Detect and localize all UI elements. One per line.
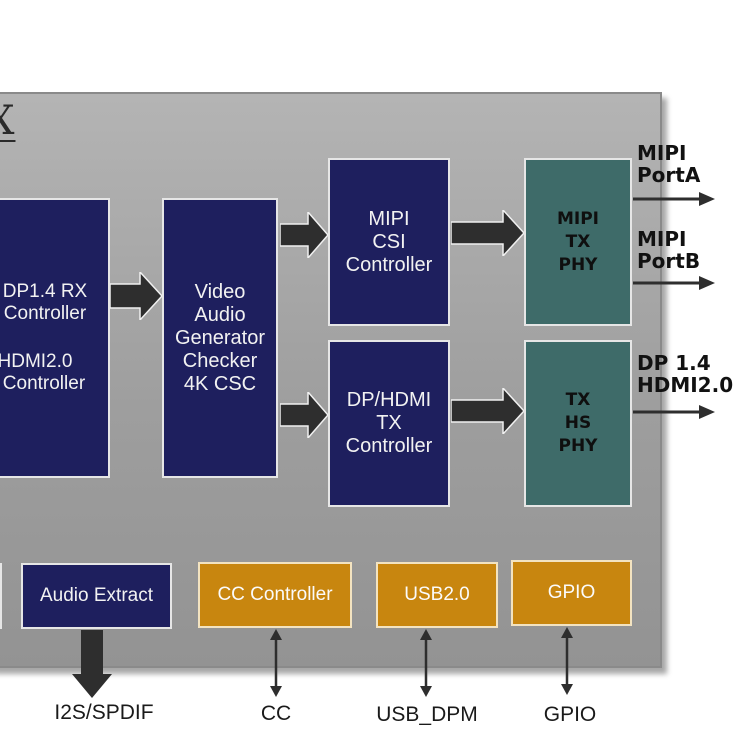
tx-hs-phy-block: TX HS PHY	[524, 340, 632, 507]
arrow-generator-to-csi	[280, 212, 328, 258]
dp-hdmi-tx-controller-block: DP/HDMI TX Controller	[328, 340, 450, 507]
mipi-tx-phy-label: MIPI TX PHY	[556, 208, 600, 275]
gpio-block: GPIO	[511, 560, 632, 626]
gpio-label: GPIO	[543, 703, 597, 726]
usb2-label: USB2.0	[404, 584, 470, 605]
dp-hdmi-output-label: DP 1.4 HDMI2.0	[637, 351, 734, 397]
arrow-audio-extract-out	[72, 630, 112, 698]
hdmi-rx-controller-label: HDMI2.0 X Controller	[0, 351, 86, 394]
video-audio-generator-label: Video Audio Generator Checker 4K CSC	[174, 280, 266, 395]
i2s-spdif-label: I2S/SPDIF	[54, 701, 154, 724]
arrow-cc-bidirectional	[270, 629, 282, 697]
left-cropped-block	[0, 563, 2, 629]
dp-hdmi-tx-controller-label: DP/HDMI TX Controller	[345, 389, 433, 457]
mipi-tx-phy-block: MIPI TX PHY	[524, 158, 632, 326]
arrow-dp-hdmi-out	[633, 405, 715, 419]
mipi-csi-controller-label: MIPI CSI Controller	[345, 207, 433, 276]
mipi-port-b-label: MIPI PortB	[637, 227, 701, 273]
arrow-tx-to-hs-phy	[451, 388, 524, 434]
mipi-csi-controller-block: MIPI CSI Controller	[328, 158, 450, 326]
arrow-usb-bidirectional	[420, 629, 432, 697]
usb-dpm-label: USB_DPM	[376, 703, 478, 726]
audio-extract-block: Audio Extract	[21, 563, 172, 629]
chip-title: X	[0, 98, 16, 144]
rx-controller-block: DP1.4 RX Controller HDMI2.0 X Controller	[0, 198, 110, 478]
cc-controller-label: CC Controller	[217, 584, 333, 605]
cc-label: CC	[260, 702, 292, 725]
video-audio-generator-block: Video Audio Generator Checker 4K CSC	[162, 198, 278, 478]
arrow-csi-to-mipi-phy	[451, 210, 524, 256]
dp-rx-controller-label: DP1.4 RX Controller	[2, 281, 88, 324]
usb2-block: USB2.0	[376, 562, 498, 628]
arrow-generator-to-tx	[280, 392, 328, 438]
arrow-rx-to-generator	[110, 272, 162, 320]
arrow-port-b-out	[633, 276, 715, 290]
mipi-port-a-label: MIPI PortA	[637, 141, 701, 187]
arrow-gpio-bidirectional	[561, 627, 573, 695]
arrow-port-a-out	[633, 192, 715, 206]
cc-controller-block: CC Controller	[198, 562, 352, 628]
audio-extract-label: Audio Extract	[40, 585, 153, 606]
tx-hs-phy-label: TX HS PHY	[558, 390, 598, 456]
gpio-block-label: GPIO	[547, 582, 596, 603]
